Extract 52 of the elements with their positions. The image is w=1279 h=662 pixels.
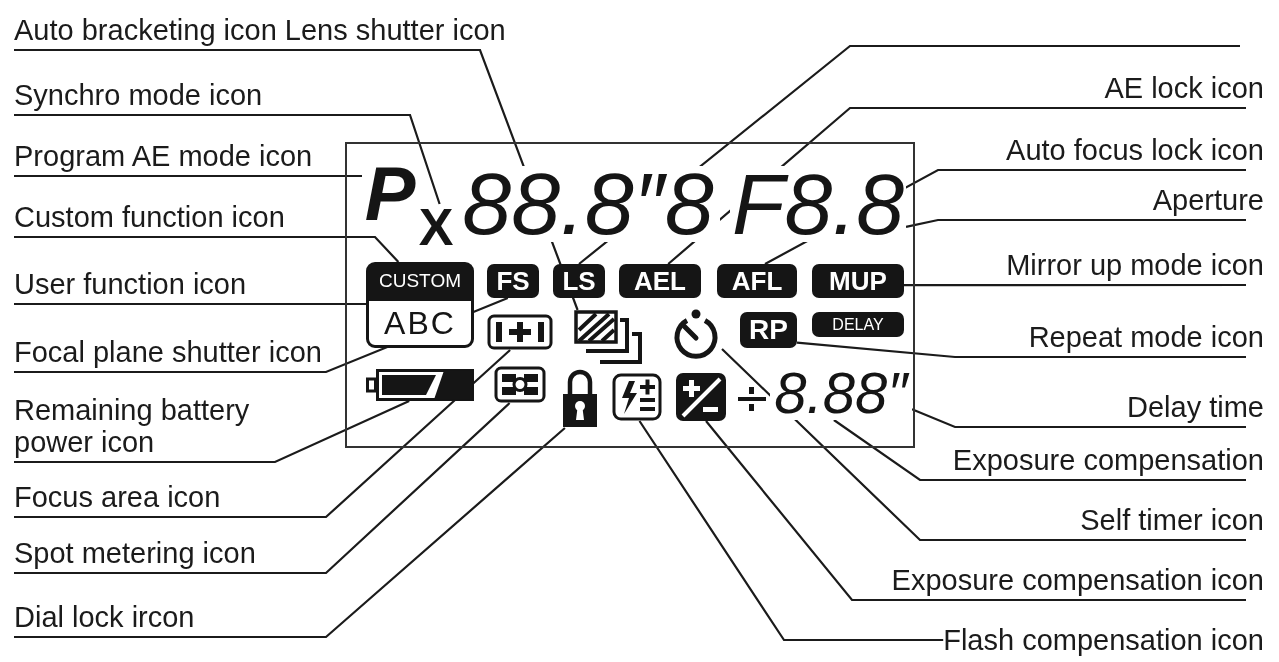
plus-minus-icon [676,373,726,421]
callout-label: Program AE mode icon [14,140,313,176]
battery-icon [366,369,474,401]
leader-line [705,420,1246,602]
flash-plus-minus-icon [612,373,662,421]
indicator-badge: AFL [717,264,797,298]
callout-label: Custom function icon [14,201,285,237]
leader-line [14,113,441,205]
callout-label: Focal plane shutter icon [14,336,322,372]
callout-label: Spot metering icon [14,537,256,573]
leader-line [14,427,566,639]
callout-label: AE lock icon [1104,72,1264,108]
callout-label: Aperture [1152,184,1264,220]
indicator-badge: MUP [812,264,904,298]
target-frame-icon [494,366,546,403]
indicator-badge: AEL [619,264,701,298]
leader-line [14,302,366,306]
leader-line [904,283,1246,287]
lcd-letter: X [418,204,454,250]
callout-label: Exposure compensation icon [891,564,1264,600]
lcd-readout: F8.8 [730,166,906,242]
leader-line [721,348,1246,542]
callout-label: Synchro mode icon [14,79,263,115]
callout-label: Flash compensation icon [943,622,1264,658]
indicator-badge: FS [487,264,539,298]
callout-label: Auto focus lock icon [1006,134,1264,170]
indicator-badge: ABC [366,298,474,348]
callout-label: Dial lock ircon [14,601,195,637]
leader-line [796,341,1246,359]
indicator-badge: CUSTOM [366,262,474,298]
indicator-badge: DELAY [812,312,904,337]
callout-label: Exposure compensation [952,444,1264,480]
lcd-letter: P [362,158,418,230]
callout-label: Delay time [1127,391,1264,427]
callout-label: Mirror up mode icon [1006,249,1264,285]
indicator-badge: RP [740,312,797,348]
leader-line [14,402,511,575]
leader-line [905,218,1246,228]
callout-label: Repeat mode icon [1028,321,1264,357]
callout-label: Focus area icon [14,481,221,517]
leader-line [14,174,362,178]
callout-label: Remaining battery power icon [14,394,276,462]
leader-line [638,420,944,642]
leader-line [14,349,511,519]
leader-line [14,235,400,263]
callout-label: User function icon [14,268,247,304]
leader-line [14,400,410,464]
callout-label: Auto bracketing icon Lens shutter icon [14,14,506,50]
focus-frame-icon [487,314,553,350]
leader-line [833,419,1246,482]
indicator-badge: LS [553,264,605,298]
callout-label: Self timer icon [1080,504,1264,540]
